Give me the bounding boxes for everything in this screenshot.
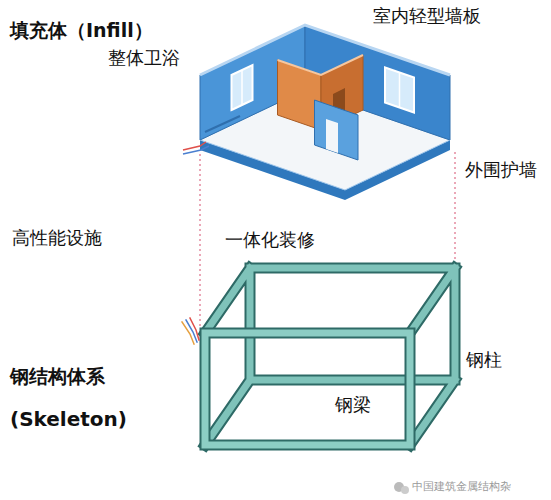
house-model [183, 25, 450, 200]
steel-frame [182, 268, 455, 445]
part-label: 钢梁 [335, 395, 371, 416]
watermark: 中国建筑金属结构杂 [412, 481, 511, 494]
part-label: 钢柱 [466, 350, 502, 371]
part-heading: 钢结构体系 [10, 366, 105, 388]
part-heading: 填充体（Infill） [10, 20, 153, 42]
part-label: 室内轻型墙板 [373, 6, 481, 27]
part-label: 一体化装修 [225, 230, 315, 251]
part-label: 外围护墙 [465, 160, 537, 181]
part-heading: (Skeleton) [10, 408, 127, 431]
watermark-icon [394, 482, 409, 494]
guide-line [199, 154, 201, 326]
part-label: 整体卫浴 [108, 48, 180, 69]
guide-line [454, 152, 456, 262]
part-label: 高性能设施 [12, 228, 102, 249]
